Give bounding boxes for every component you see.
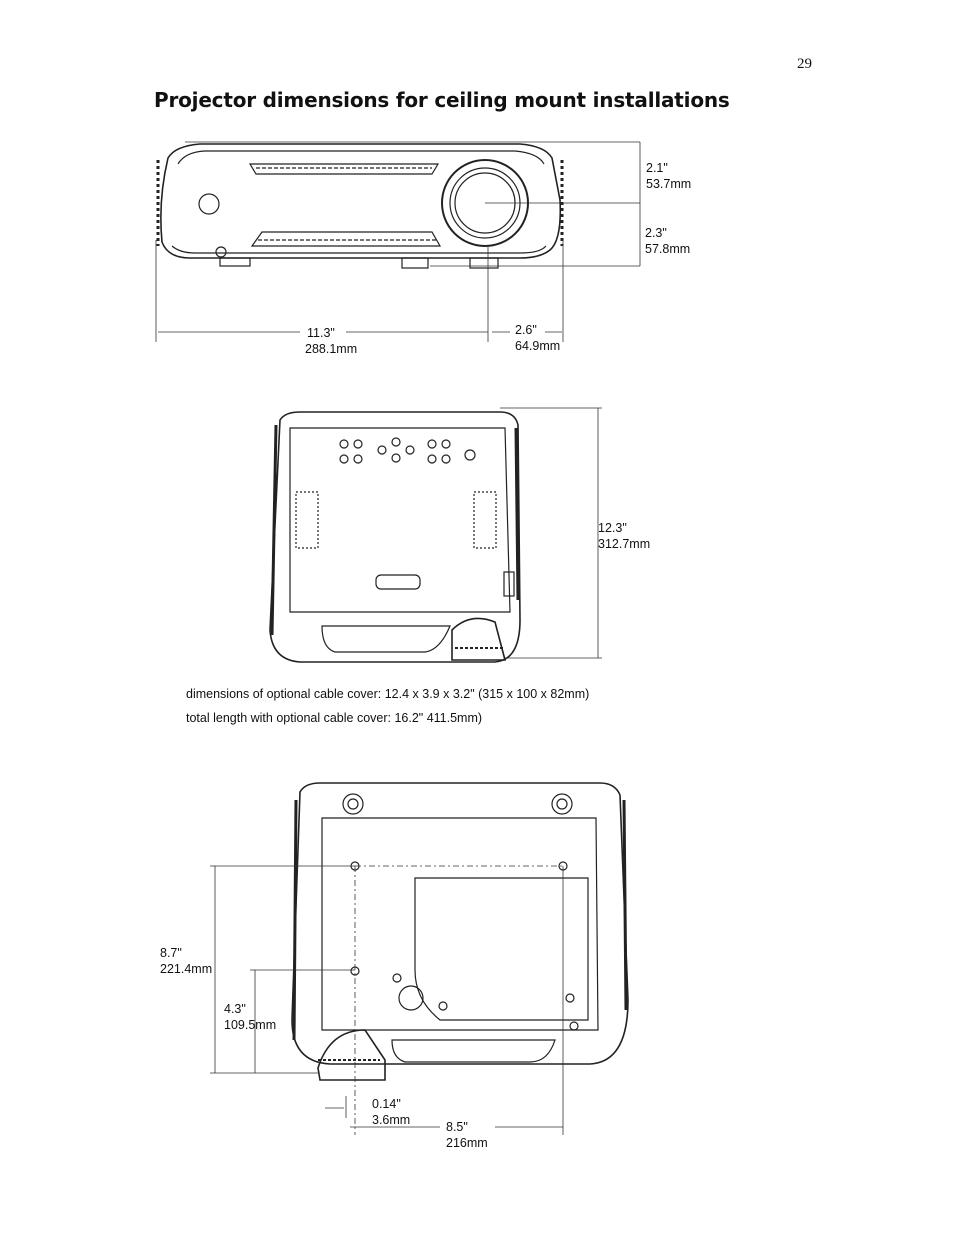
- bottom-edge-offset: 0.14" 3.6mm: [372, 1096, 410, 1128]
- front-bottom-height-inches: 2.3": [645, 226, 667, 240]
- top-depth-inches: 12.3": [598, 521, 627, 535]
- top-depth-mm: 312.7mm: [598, 537, 651, 551]
- page-title: Projector dimensions for ceiling mount i…: [154, 88, 730, 112]
- front-view-drawing: [156, 143, 564, 269]
- front-lens-offset-inches: 2.6": [515, 323, 537, 337]
- cable-cover-dimensions: dimensions of optional cable cover: 12.4…: [186, 687, 590, 701]
- bottom-mount-width-inches: 8.5": [446, 1120, 468, 1134]
- front-width-inches: 11.3": [307, 326, 335, 340]
- bottom-mount-width: 8.5" 216mm: [446, 1119, 488, 1151]
- bottom-view-drawing: [291, 782, 629, 1081]
- bottom-mount-mid-mm: 109.5mm: [224, 1018, 277, 1032]
- bottom-mount-depth-inches: 8.7": [160, 946, 182, 960]
- front-width-mm: 288.1mm: [305, 342, 358, 356]
- front-top-height-mm: 53.7mm: [646, 177, 692, 191]
- bottom-mount-depth: 8.7" 221.4mm: [160, 945, 212, 977]
- bottom-mount-depth-mm: 221.4mm: [160, 962, 213, 976]
- top-view-drawing: [269, 411, 521, 663]
- front-top-height: 2.1" 53.7mm: [646, 160, 691, 192]
- bottom-mount-width-mm: 216mm: [446, 1136, 488, 1150]
- bottom-edge-offset-inches: 0.14": [372, 1097, 401, 1111]
- front-view-dimension-lines: [155, 141, 641, 342]
- front-lens-offset: 2.6" 64.9mm: [515, 322, 560, 354]
- bottom-mount-mid: 4.3" 109.5mm: [224, 1001, 276, 1033]
- front-top-height-inches: 2.1": [646, 161, 668, 175]
- top-depth: 12.3" 312.7mm: [598, 520, 650, 552]
- front-bottom-height-mm: 57.8mm: [645, 242, 691, 256]
- front-lens-offset-mm: 64.9mm: [515, 339, 561, 353]
- page-number: 29: [797, 56, 812, 72]
- cable-cover-total-length: total length with optional cable cover: …: [186, 711, 483, 725]
- top-view-dimension-lines: [500, 407, 602, 659]
- bottom-view-dimension-lines: [210, 865, 564, 1135]
- front-width: 11.3" 288.1mm: [305, 325, 357, 357]
- bottom-mount-mid-inches: 4.3": [224, 1002, 246, 1016]
- bottom-edge-offset-mm: 3.6mm: [372, 1113, 411, 1127]
- front-bottom-height: 2.3" 57.8mm: [645, 225, 690, 257]
